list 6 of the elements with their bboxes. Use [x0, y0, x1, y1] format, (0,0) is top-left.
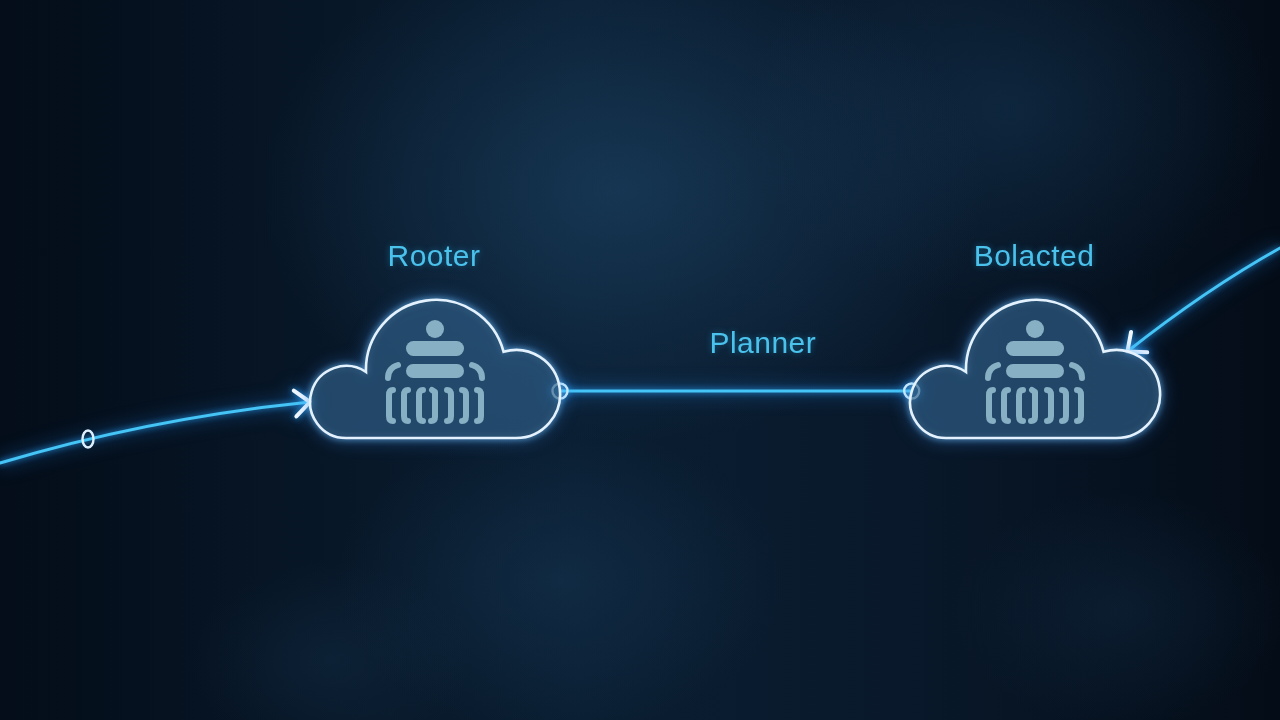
- node-heading: Rooter: [387, 238, 481, 274]
- arrow: [1125, 246, 1280, 355]
- node-heading: Bolacted: [973, 238, 1095, 274]
- edge-label: Planner: [709, 325, 817, 361]
- arrow: [0, 388, 312, 465]
- connector-line: [551, 382, 921, 400]
